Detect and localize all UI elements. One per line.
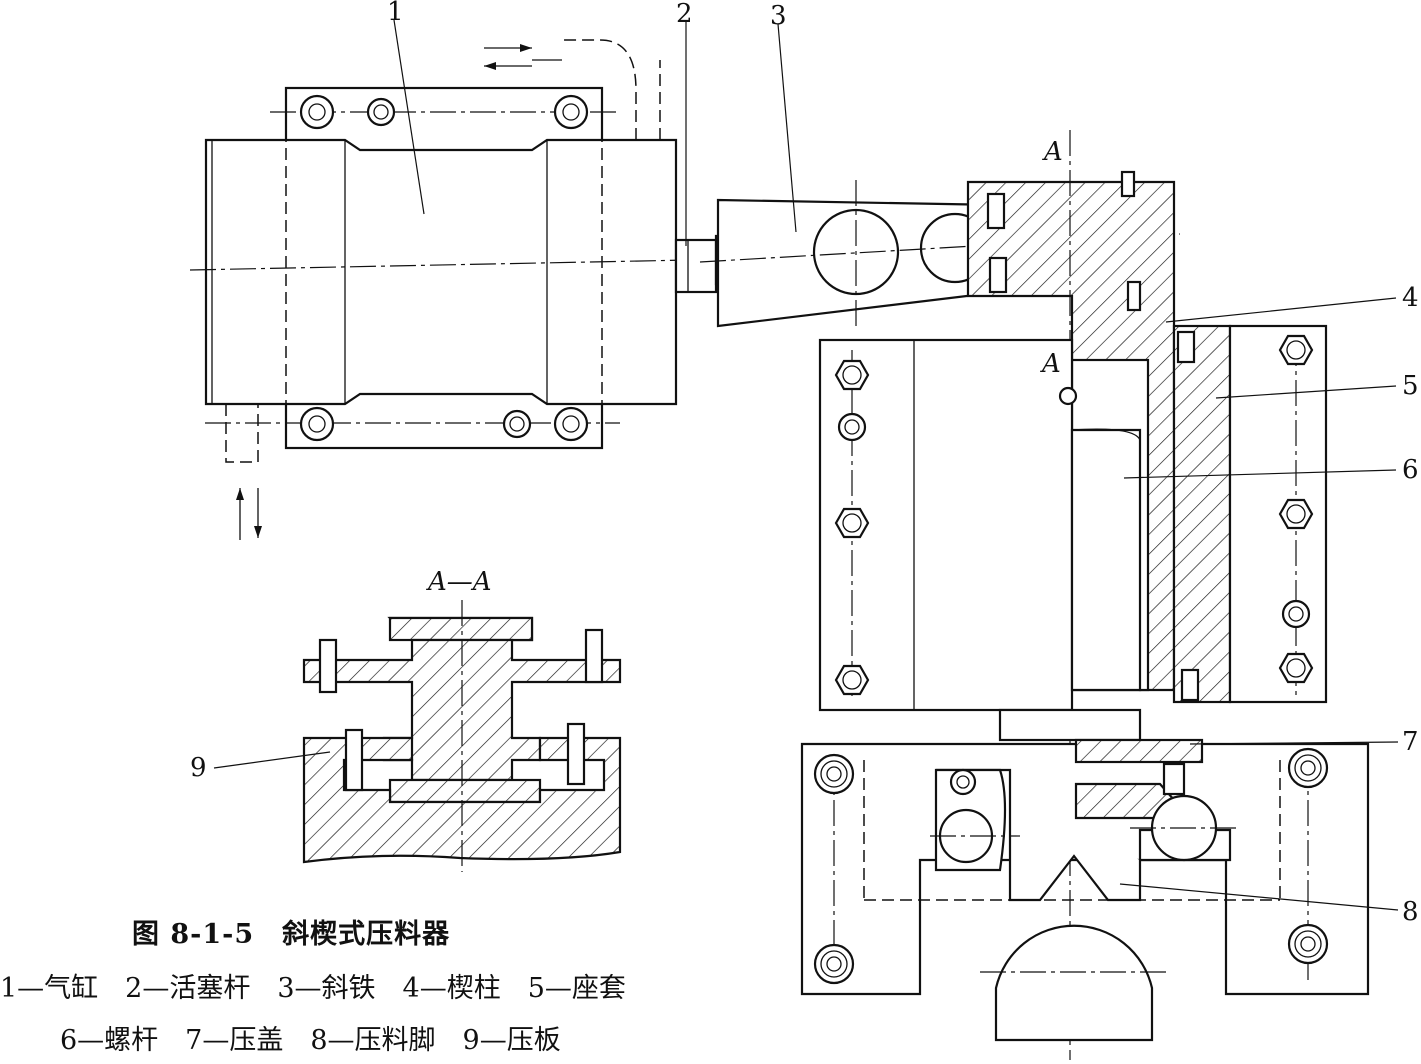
label-part-3: 3: [770, 1, 787, 31]
section-view: [302, 600, 622, 872]
label-part-8: 8: [1402, 897, 1419, 927]
figure-legend-line-2: 6—螺杆 7—压盖 8—压料脚 9—压板: [60, 1025, 561, 1056]
section-mark-mid: A: [1040, 349, 1061, 379]
air-cylinder: [189, 86, 691, 450]
pressing-cover: [1074, 738, 1204, 820]
seat-sleeve: [1172, 324, 1328, 704]
label-part-4: 4: [1402, 283, 1419, 313]
screw-rod: [998, 386, 1142, 742]
label-part-1: 1: [387, 0, 404, 27]
main-body: [818, 338, 1074, 712]
sleeve-nuts: [1278, 334, 1314, 684]
label-part-9: 9: [190, 753, 207, 783]
section-mark-top: A: [1042, 137, 1063, 167]
workpiece: [980, 924, 1170, 1042]
wedge-plate: [699, 180, 1181, 330]
base-bolts: [813, 747, 1329, 985]
section-view-title: A—A: [426, 567, 492, 597]
pressing-foot: [930, 768, 1236, 902]
air-ports: [225, 39, 661, 540]
figure-legend-line-1: 1—气缸 2—活塞杆 3—斜铁 4—楔柱 5—座套: [0, 973, 626, 1004]
part-labels: 1 2 3 4 5 6 7 8 9 A A A—A: [190, 0, 1419, 927]
leader-lines: [213, 19, 1399, 911]
label-part-2: 2: [676, 0, 693, 29]
label-part-5: 5: [1402, 371, 1419, 401]
label-part-6: 6: [1402, 455, 1419, 485]
figure-title: 图 8-1-5 斜楔式压料器: [132, 919, 451, 950]
cylinder-bolts: [299, 94, 589, 442]
label-part-7: 7: [1402, 727, 1419, 757]
